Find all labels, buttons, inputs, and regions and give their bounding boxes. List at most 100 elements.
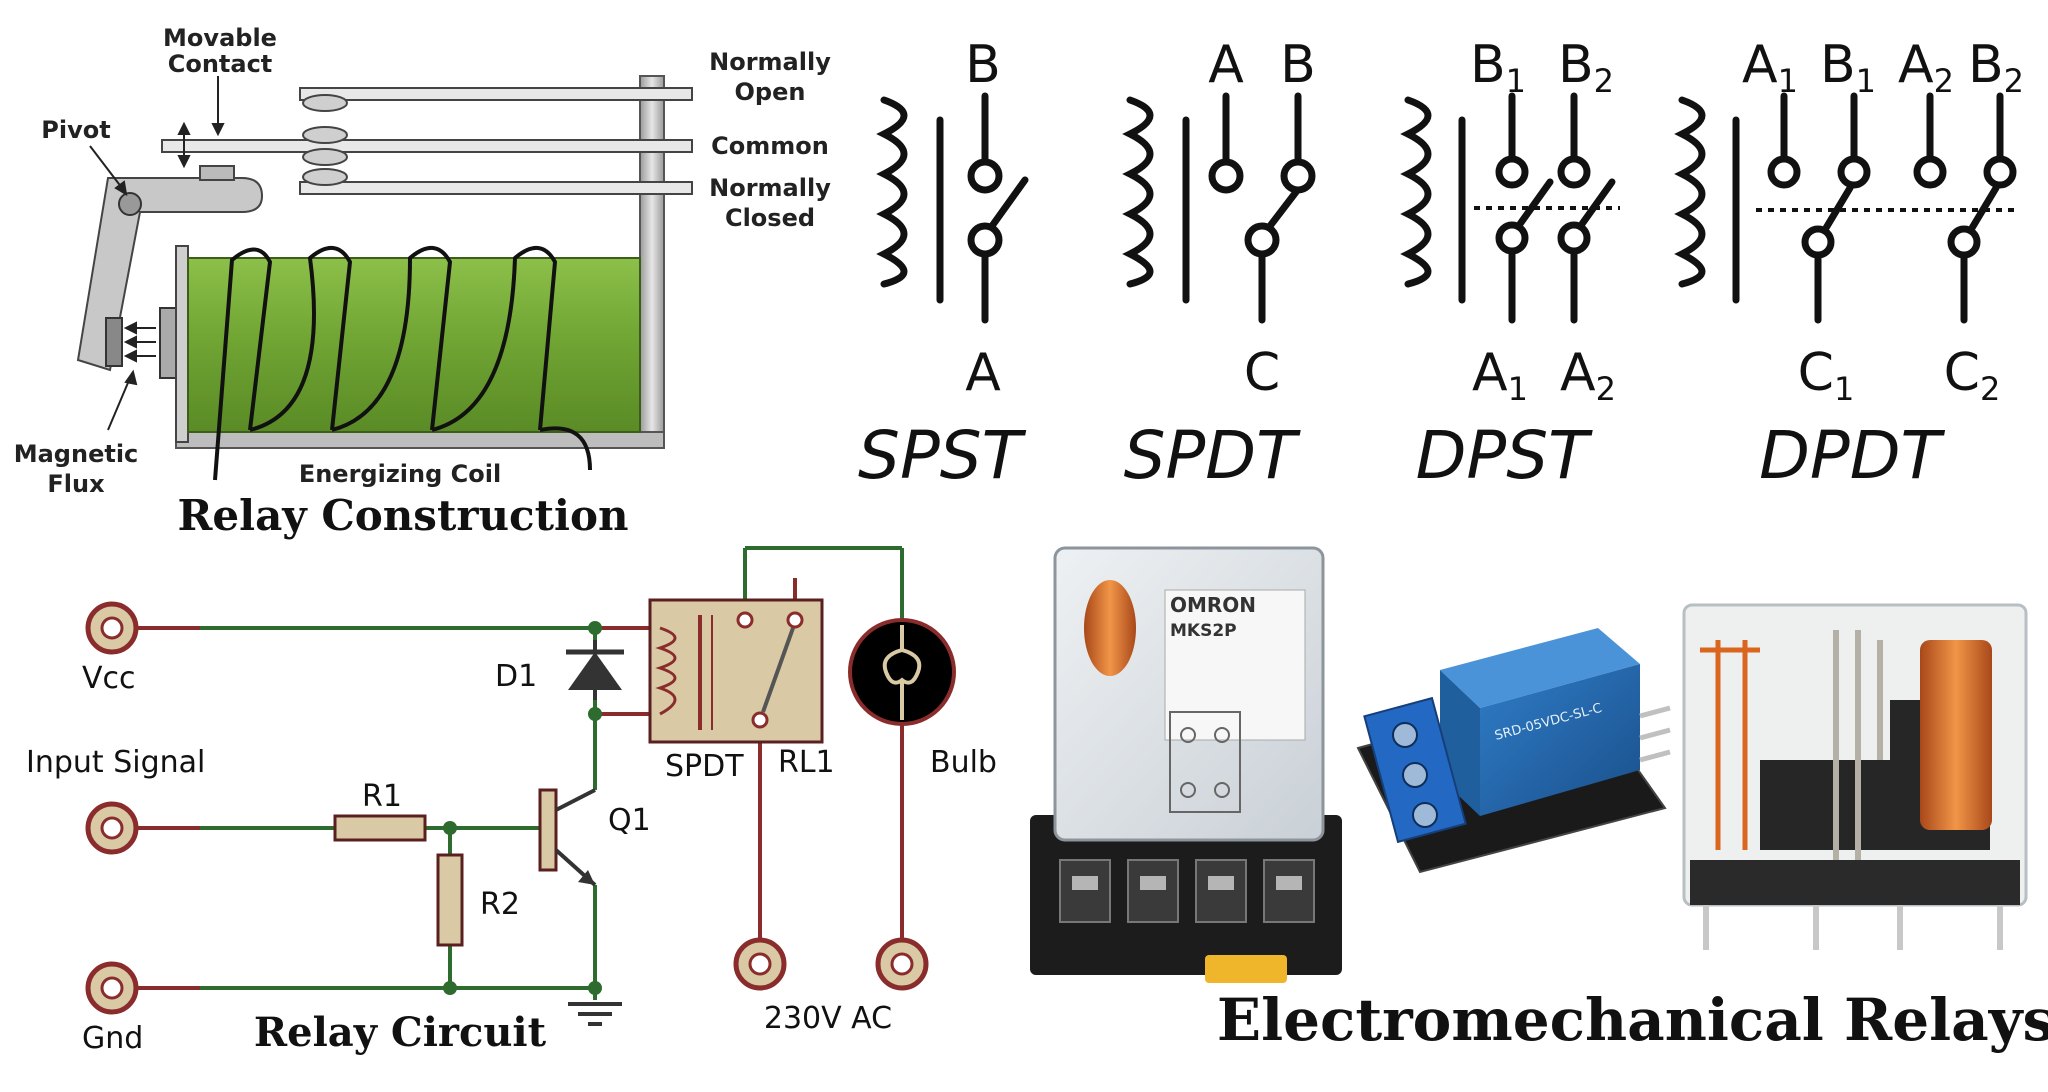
clear-coil: [1920, 640, 1992, 830]
label-d1: D1: [495, 659, 537, 694]
leader-lines: [89, 76, 225, 431]
symbol-dpdt: [1674, 92, 2018, 324]
spdt-label-b: B: [1280, 35, 1316, 95]
spdt-name: SPDT: [1124, 417, 1302, 494]
diode-d1: [566, 640, 624, 700]
movement-arrow: [177, 121, 191, 169]
omron-face-label: [1164, 589, 1306, 741]
module-relay-top: [1440, 628, 1640, 708]
module-relay-front: [1480, 664, 1640, 816]
photo-transparent-relay: [1682, 603, 2028, 950]
title-electromechanical-relays: Electromechanical Relays: [1217, 986, 2048, 1054]
spst-label-b: B: [965, 35, 1001, 95]
armature-plate: [105, 317, 123, 367]
flux-arrows: [123, 321, 156, 363]
omron-base: [1030, 815, 1342, 975]
label-230v-ac: 230V AC: [764, 1001, 892, 1036]
clear-pins: [1703, 905, 2003, 950]
label-magnetic-flux-2: Flux: [47, 470, 105, 498]
symbol-spdt: [1122, 92, 1316, 324]
relay-circuit: Vcc Input Signal Gnd D1 R1 R2 Q1 SPDT RL…: [26, 546, 997, 1056]
symbol-spst: [876, 92, 1029, 324]
frame-base: [175, 431, 665, 449]
label-bulb: Bulb: [930, 745, 997, 780]
dpdt-name: DPDT: [1759, 417, 1945, 494]
label-normally-open: Normally: [709, 48, 831, 76]
symbol-labels: B A SPST A B C SPDT B1 B2 A1 A2 DPST A1 …: [858, 35, 2024, 494]
omron-base-terminals: [1059, 859, 1315, 923]
clear-contact-wires: [1700, 640, 1760, 850]
contact-point-upper: [302, 94, 348, 112]
transistor-q1: [538, 788, 597, 887]
contact-point-lower: [302, 168, 348, 186]
energizing-coil: [187, 257, 641, 433]
armature: [76, 177, 264, 372]
label-normally-closed: Normally: [709, 174, 831, 202]
contact-point-common-top: [302, 126, 348, 144]
dpst-label-b2: B2: [1558, 35, 1614, 100]
omron-coil: [1084, 580, 1136, 676]
clear-metal-strips: [1833, 630, 1883, 860]
label-input-signal: Input Signal: [26, 745, 205, 780]
resistor-r2: [436, 853, 464, 947]
dpst-label-a1: A1: [1472, 343, 1528, 408]
spst-coil: [876, 96, 908, 288]
label-vcc: Vcc: [82, 661, 136, 696]
dpdt-label-b1: B1: [1820, 35, 1876, 100]
terminals: [85, 601, 929, 1015]
dpst-name: DPST: [1416, 417, 1594, 494]
relay-symbols: [876, 92, 2018, 324]
title-relay-construction: Relay Construction: [178, 491, 629, 540]
coil-windings: [213, 246, 592, 481]
dpst-label-b1: B1: [1470, 35, 1526, 100]
title-relay-circuit: Relay Circuit: [254, 1009, 547, 1056]
symbol-dpst: [1400, 92, 1620, 324]
spdt-label-a: A: [1208, 35, 1244, 95]
bulb: [848, 618, 956, 726]
dpdt-label-c2: C2: [1944, 343, 2001, 408]
spst-label-a: A: [965, 343, 1001, 403]
junction-dots: [443, 621, 602, 995]
label-movable-contact: Movable: [163, 24, 277, 52]
relay-rl1: [648, 598, 824, 744]
label-rl1: RL1: [778, 745, 835, 780]
label-r1: R1: [362, 779, 402, 814]
label-magnetic-flux: Magnetic: [14, 440, 139, 468]
ground-symbol: [568, 1002, 622, 1026]
dpdt-label-a2: A2: [1898, 35, 1954, 100]
photo-relay-module: SRD-05VDC-SL-C: [1356, 628, 1671, 874]
label-gnd: Gnd: [82, 1021, 143, 1056]
strip-normally-closed: [299, 181, 693, 195]
omron-model: MKS2P: [1170, 621, 1237, 641]
dpdt-label-c1: C1: [1798, 343, 1855, 408]
resistor-r1: [333, 814, 427, 842]
label-energizing-coil: Energizing Coil: [299, 460, 501, 488]
spst-name: SPST: [858, 417, 1027, 494]
label-r2: R2: [480, 887, 520, 922]
label-normally-open-2: Open: [735, 78, 806, 106]
strip-common: [161, 139, 693, 153]
module-header-pins: [1639, 705, 1671, 763]
omron-brand: OMRON: [1170, 593, 1256, 617]
relay-construction-diagram: Movable Contact Pivot Normally Open Comm…: [14, 24, 831, 540]
core-face: [159, 307, 177, 379]
omron-yellow-tab: [1205, 955, 1287, 983]
pivot-point: [118, 192, 142, 216]
label-spdt: SPDT: [665, 749, 744, 784]
label-pivot: Pivot: [41, 116, 110, 144]
label-movable-contact-2: Contact: [168, 50, 273, 78]
dpdt-label-a1: A1: [1742, 35, 1798, 100]
label-common: Common: [711, 132, 829, 160]
dpdt-label-b2: B2: [1968, 35, 2024, 100]
contact-point-common-bottom: [302, 148, 348, 166]
spdt-label-c: C: [1244, 343, 1280, 403]
frame-right: [639, 75, 665, 449]
label-q1: Q1: [608, 803, 651, 838]
clear-base: [1690, 860, 2020, 905]
photo-omron-relay: OMRON MKS2P: [1030, 546, 1342, 983]
core-back-plate: [175, 245, 189, 443]
armature-stud: [199, 165, 235, 181]
strip-normally-open: [299, 87, 693, 101]
dpst-label-a2: A2: [1560, 343, 1616, 408]
